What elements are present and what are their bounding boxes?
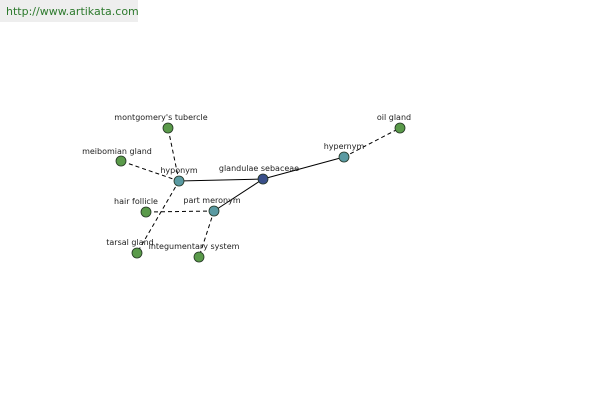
node-label-hair-follicle[interactable]: hair follicle [114,197,158,206]
node-center[interactable]: glandulae sebaceae [219,164,299,185]
node-label-center[interactable]: glandulae sebaceae [219,164,299,173]
edge-hypernym-to-oil-gland [343,127,401,158]
nodes-layer: glandulae sebaceae hypernym hyponym part me… [82,113,411,263]
edge-hyponym-to-montgomerys-tubercle [167,127,180,182]
node-label-meibomian-gland[interactable]: meibomian gland [82,147,152,156]
node-dot-tarsal-gland[interactable] [131,247,143,259]
node-dot-montgomerys-tubercle[interactable] [162,122,174,134]
node-oil-gland[interactable]: oil gland [377,113,411,134]
node-dot-oil-gland[interactable] [394,122,406,134]
node-label-hypernym[interactable]: hypernym [324,142,365,151]
node-part-meronym[interactable]: part meronym [183,196,241,217]
node-label-hyponym[interactable]: hyponym [160,166,198,175]
node-dot-center[interactable] [257,173,269,185]
edge-hyponym-to-meibomian-gland [120,160,180,182]
node-dot-hair-follicle[interactable] [140,206,152,218]
edge-center-to-hypernym [262,156,345,180]
node-tarsal-gland[interactable]: tarsal gland [106,238,154,259]
node-label-integumentary-system[interactable]: integumentary system [149,242,240,251]
node-hypernym[interactable]: hypernym [324,142,365,163]
url-banner: http://www.artikata.com [0,0,139,22]
node-label-part-meronym[interactable]: part meronym [183,196,240,205]
node-dot-hyponym[interactable] [173,175,185,187]
node-hair-follicle[interactable]: hair follicle [114,197,158,218]
edge-part-meronym-to-hair-follicle [145,210,215,213]
edge-center-to-part-meronym [213,178,264,212]
node-hyponym[interactable]: hyponym [160,166,198,187]
node-integumentary-system[interactable]: integumentary system [149,242,240,263]
node-dot-part-meronym[interactable] [208,205,220,217]
edge-center-to-hyponym [178,178,264,182]
edges-layer [120,127,401,258]
node-meibomian-gland[interactable]: meibomian gland [82,147,152,167]
edge-part-meronym-to-integumentary-system [198,210,215,258]
node-dot-integumentary-system[interactable] [193,251,205,263]
node-dot-meibomian-gland[interactable] [115,155,127,167]
node-label-montgomerys-tubercle[interactable]: montgomery's tubercle [114,113,207,122]
node-dot-hypernym[interactable] [338,151,350,163]
site-url-link[interactable]: http://www.artikata.com [6,5,139,18]
node-montgomerys-tubercle[interactable]: montgomery's tubercle [114,113,208,134]
node-label-tarsal-gland[interactable]: tarsal gland [106,238,154,247]
node-label-oil-gland[interactable]: oil gland [377,113,411,122]
